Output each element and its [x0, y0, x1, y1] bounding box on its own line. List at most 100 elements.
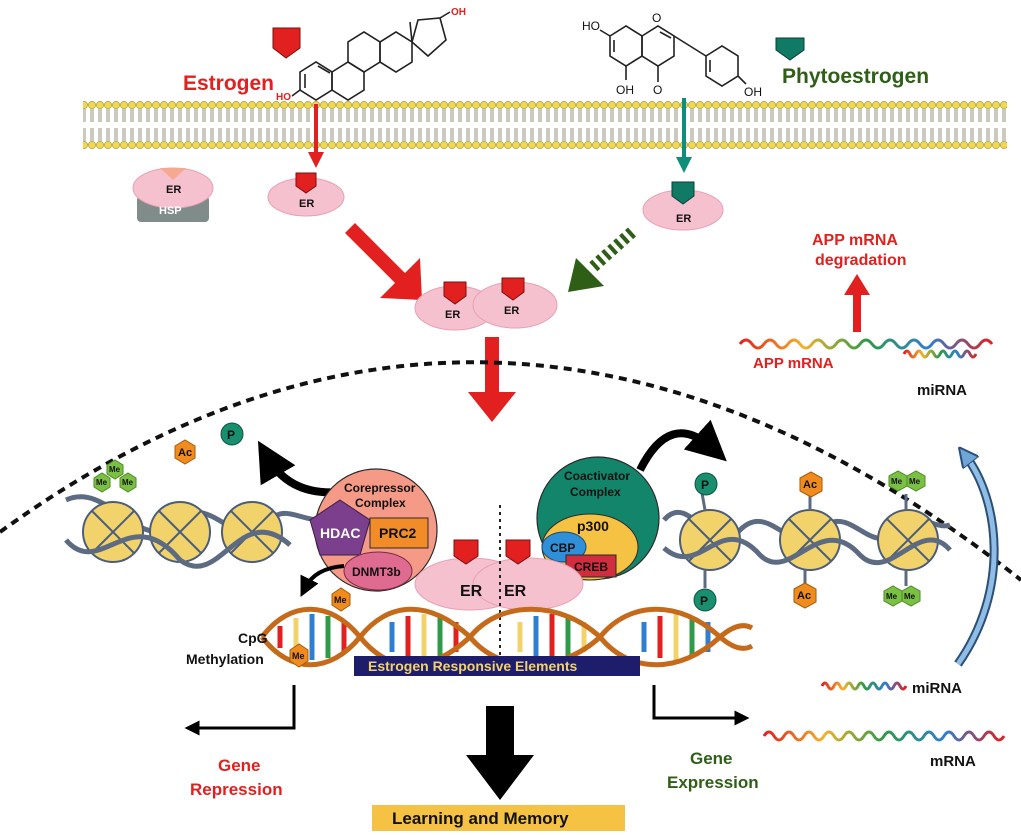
er-estrogen-bound — [267, 172, 345, 217]
er-phyto-label: ER — [676, 213, 691, 225]
corepressor-line1: Corepressor — [344, 481, 416, 495]
repression-bent-arrow — [184, 685, 296, 736]
p-left-label: P — [227, 428, 235, 442]
cbp-label: CBP — [550, 541, 575, 555]
estrogen-oh-top: OH — [451, 7, 466, 18]
estrogen-label: Estrogen — [183, 72, 274, 95]
app-degradation-line2: degradation — [815, 252, 907, 269]
app-mrna-strand — [738, 338, 994, 350]
coactivator-curved-arrow — [636, 419, 727, 472]
active-chromatin — [662, 492, 952, 588]
hsp-label: HSP — [159, 205, 182, 217]
me-cluster-left — [93, 459, 137, 493]
mrna-label: mRNA — [930, 753, 976, 770]
hdac-pentagon — [309, 499, 371, 556]
methylation-arrow — [300, 564, 345, 597]
p-mark-left — [220, 422, 244, 446]
p-mark-right-bottom — [693, 588, 717, 612]
mirna-export-arrow-inner — [955, 455, 997, 666]
phytoestrogen-label: Phytoestrogen — [782, 65, 929, 88]
learning-memory-label: Learning and Memory — [392, 809, 569, 828]
prc2-label: PRC2 — [379, 525, 417, 541]
ac-right-top-label: Ac — [803, 479, 817, 491]
phyto-oh-bottom: OH — [616, 83, 634, 97]
er-hsp-complex — [132, 167, 214, 222]
me-dna-bottom-label: Me — [292, 651, 305, 661]
prc2-box — [369, 517, 429, 549]
estrogen-ho-left: HO — [276, 92, 291, 103]
me-dna-top — [331, 587, 351, 612]
ac-mark-left — [174, 439, 196, 465]
phytoestrogen-ligand-icon — [775, 37, 805, 61]
dnmt3b-label: DNMT3b — [352, 565, 401, 579]
phyto-ho-left: HO — [582, 19, 600, 33]
cell-membrane — [83, 100, 1007, 150]
learning-memory-arrow — [466, 706, 534, 800]
gene-repression-line1: Gene — [218, 756, 261, 775]
mirna-strand-bottom — [820, 681, 908, 691]
me-right-top-2: Me — [909, 477, 921, 486]
mirna-label-top: miRNA — [917, 382, 967, 399]
er-estrogen-label: ER — [299, 198, 314, 210]
me-cluster-right-top — [888, 470, 926, 492]
corepressor-line2: Complex — [355, 496, 406, 510]
er-dimer-label-right: ER — [504, 305, 519, 317]
app-mrna-label: APP mRNA — [753, 355, 834, 372]
phytoestrogen-molecule — [599, 25, 747, 87]
creb-label: CREB — [574, 560, 608, 574]
ac-left-label: Ac — [178, 447, 192, 459]
me-dna-bottom — [289, 643, 309, 668]
cpg-line2: Methylation — [186, 651, 264, 667]
expression-bent-arrow — [652, 685, 750, 726]
phyto-o-ketone: O — [653, 83, 662, 97]
mrna-strand — [762, 730, 1006, 742]
me-left-1: Me — [109, 465, 121, 474]
ere-bar — [354, 656, 640, 676]
estrogen-ligand-icon — [272, 27, 301, 59]
me-left-2: Me — [96, 478, 108, 487]
er-phyto-bound — [642, 181, 724, 231]
gene-expression-line2: Expression — [667, 773, 759, 792]
er-dimer-label-left: ER — [445, 309, 460, 321]
nuclear-envelope — [0, 360, 1021, 582]
er-dna-label-left: ER — [460, 583, 483, 600]
p-right-top-label: P — [701, 478, 709, 492]
me-right-top-1: Me — [891, 477, 903, 486]
ac-mark-right-top — [799, 471, 823, 498]
er-hsp-er-label: ER — [166, 184, 181, 196]
mirna-label-bottom: miRNA — [912, 680, 962, 697]
estrogen-molecule — [291, 11, 451, 101]
me-dna-top-label: Me — [334, 595, 347, 605]
coactivator-line1: Coactivator — [564, 469, 630, 483]
ere-label: Estrogen Responsive Elements — [368, 658, 578, 674]
phyto-o-ring: O — [652, 11, 661, 25]
er-dimer — [414, 277, 558, 331]
repressed-chromatin — [64, 494, 321, 569]
p-right-bottom-label: P — [700, 594, 708, 608]
gene-expression-line1: Gene — [690, 749, 733, 768]
ac-mark-right-bottom — [793, 582, 817, 609]
gene-repression-line2: Repression — [190, 780, 283, 799]
me-right-bottom-1: Me — [886, 592, 898, 601]
coactivator-line2: Complex — [570, 485, 621, 499]
nuclear-translocation-arrow — [468, 337, 516, 422]
phyto-oh-right: OH — [744, 85, 762, 99]
app-mrna-degradation-arrow — [844, 274, 870, 332]
corepressor-curved-arrow — [257, 440, 341, 497]
ac-right-bottom-label: Ac — [797, 590, 811, 602]
dnmt3b-oval — [343, 551, 413, 591]
hdac-label: HDAC — [320, 525, 360, 541]
er-dna-label-right: ER — [504, 583, 527, 600]
dimerization-red-arrow — [345, 223, 422, 300]
cpg-line1: CpG — [238, 630, 268, 646]
mirna-strand-top — [902, 349, 978, 359]
learning-memory-box — [372, 805, 625, 831]
me-left-3: Me — [122, 478, 134, 487]
p-mark-right-top — [694, 472, 718, 496]
dimerization-green-dashed-arrow — [568, 227, 637, 292]
me-right-bottom-2: Me — [904, 592, 916, 601]
p300-label: p300 — [577, 518, 609, 534]
me-cluster-right-bottom — [883, 585, 921, 607]
app-degradation-line1: APP mRNA — [812, 232, 898, 249]
